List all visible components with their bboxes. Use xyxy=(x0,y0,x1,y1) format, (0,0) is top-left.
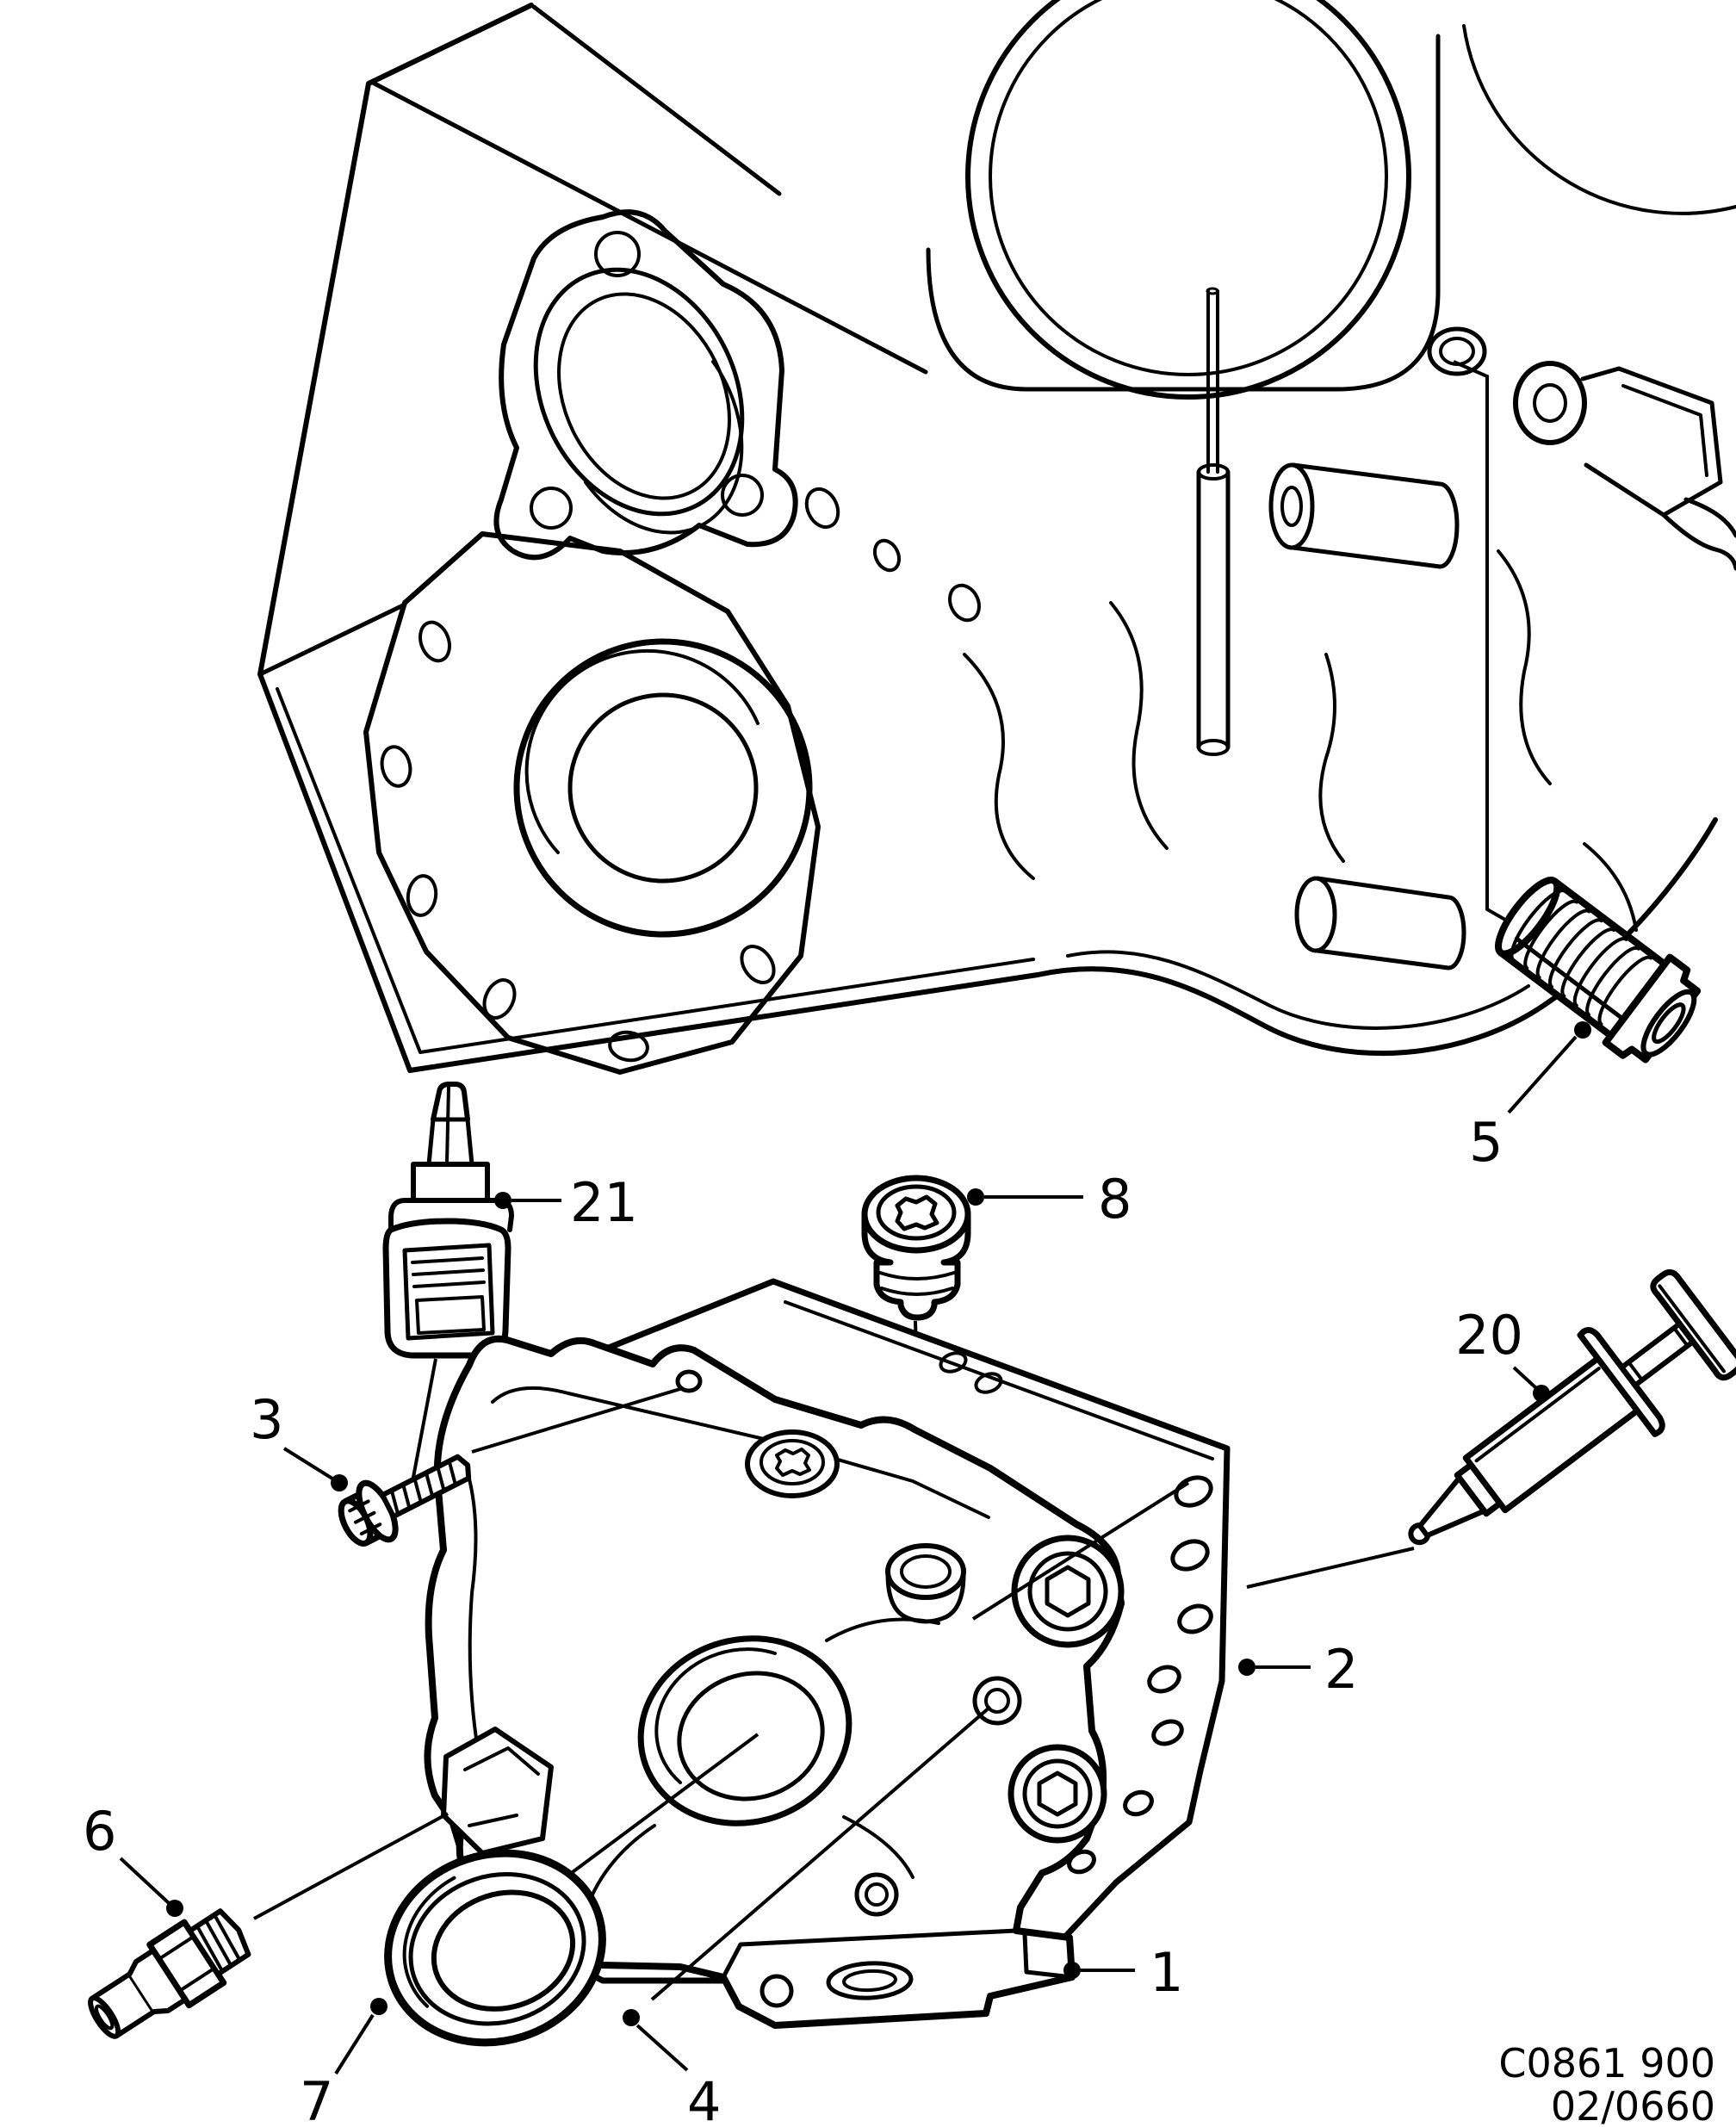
callout-8-dot xyxy=(967,1188,984,1206)
callout-4: 4 xyxy=(623,2009,721,2127)
callout-21: 21 xyxy=(494,1171,638,1234)
part-21-apply-leader xyxy=(410,1358,437,1487)
callout-7: 7 xyxy=(300,1998,388,2127)
callout-3: 3 xyxy=(250,1388,348,1491)
callout-6-leader xyxy=(119,1857,170,1905)
callout-20: 20 xyxy=(1455,1304,1550,1402)
engine-block-illustration xyxy=(257,0,1736,1075)
callout-20-label: 20 xyxy=(1455,1304,1523,1367)
callout-3-leader xyxy=(282,1447,334,1480)
part-5-install-leader xyxy=(1453,360,1518,928)
callout-2-dot xyxy=(1238,1659,1256,1676)
part-4-install-leader xyxy=(650,1705,992,2001)
callout-5: 5 xyxy=(1469,1021,1591,1174)
part-6-sensor xyxy=(88,1908,251,2039)
callout-6-dot xyxy=(166,1900,183,1917)
part-5-sleeve xyxy=(1495,877,1702,1064)
callout-4-dot xyxy=(623,2009,640,2026)
part-20-apply-leader xyxy=(1246,1547,1415,1589)
callout-20-leader xyxy=(1512,1366,1538,1390)
part-1-housing xyxy=(424,1335,1125,2029)
callout-7-dot xyxy=(370,1998,388,2015)
gasket-hole-leader xyxy=(971,1481,1190,1621)
callout-7-label: 7 xyxy=(300,2070,333,2127)
callout-5-dot xyxy=(1574,1021,1591,1039)
part-6-install-leader xyxy=(253,1812,449,1920)
part-7-seal xyxy=(384,1849,606,2047)
part-3-install-leader xyxy=(471,1386,684,1454)
callout-1-dot xyxy=(1063,1962,1081,1979)
callout-3-dot xyxy=(331,1474,348,1491)
callout-21-label: 21 xyxy=(570,1171,638,1234)
callout-8-label: 8 xyxy=(1098,1168,1132,1231)
callout-5-leader xyxy=(1507,1035,1578,1114)
callout-6-label: 6 xyxy=(83,1800,116,1863)
callout-1-label: 1 xyxy=(1150,1941,1183,2004)
callout-6: 6 xyxy=(83,1800,183,1917)
part-8-plug xyxy=(861,1175,971,1321)
part-21-bottle xyxy=(382,1082,514,1359)
callout-2-label: 2 xyxy=(1324,1638,1358,1701)
drawing-code-line1: C0861 900 xyxy=(1498,2040,1715,2087)
callout-4-label: 4 xyxy=(687,2070,721,2127)
callout-2: 2 xyxy=(1238,1638,1358,1701)
part-20-syringe xyxy=(1408,1268,1736,1546)
drawing-code-line2: 02/0660 xyxy=(1551,2083,1715,2127)
callouts: 1 2 3 4 5 6 7 xyxy=(83,1021,1591,2127)
drawing-code: C0861 900 02/0660 xyxy=(1498,2040,1715,2127)
callout-5-label: 5 xyxy=(1469,1111,1503,1174)
callout-8: 8 xyxy=(967,1168,1132,1231)
part-3-bolt xyxy=(338,1454,472,1547)
callout-1: 1 xyxy=(1063,1941,1183,2004)
callout-7-leader xyxy=(334,2013,375,2075)
callout-21-dot xyxy=(494,1192,512,1209)
callout-20-dot xyxy=(1533,1385,1550,1402)
callout-4-leader xyxy=(636,2024,689,2072)
callout-3-label: 3 xyxy=(250,1388,283,1451)
